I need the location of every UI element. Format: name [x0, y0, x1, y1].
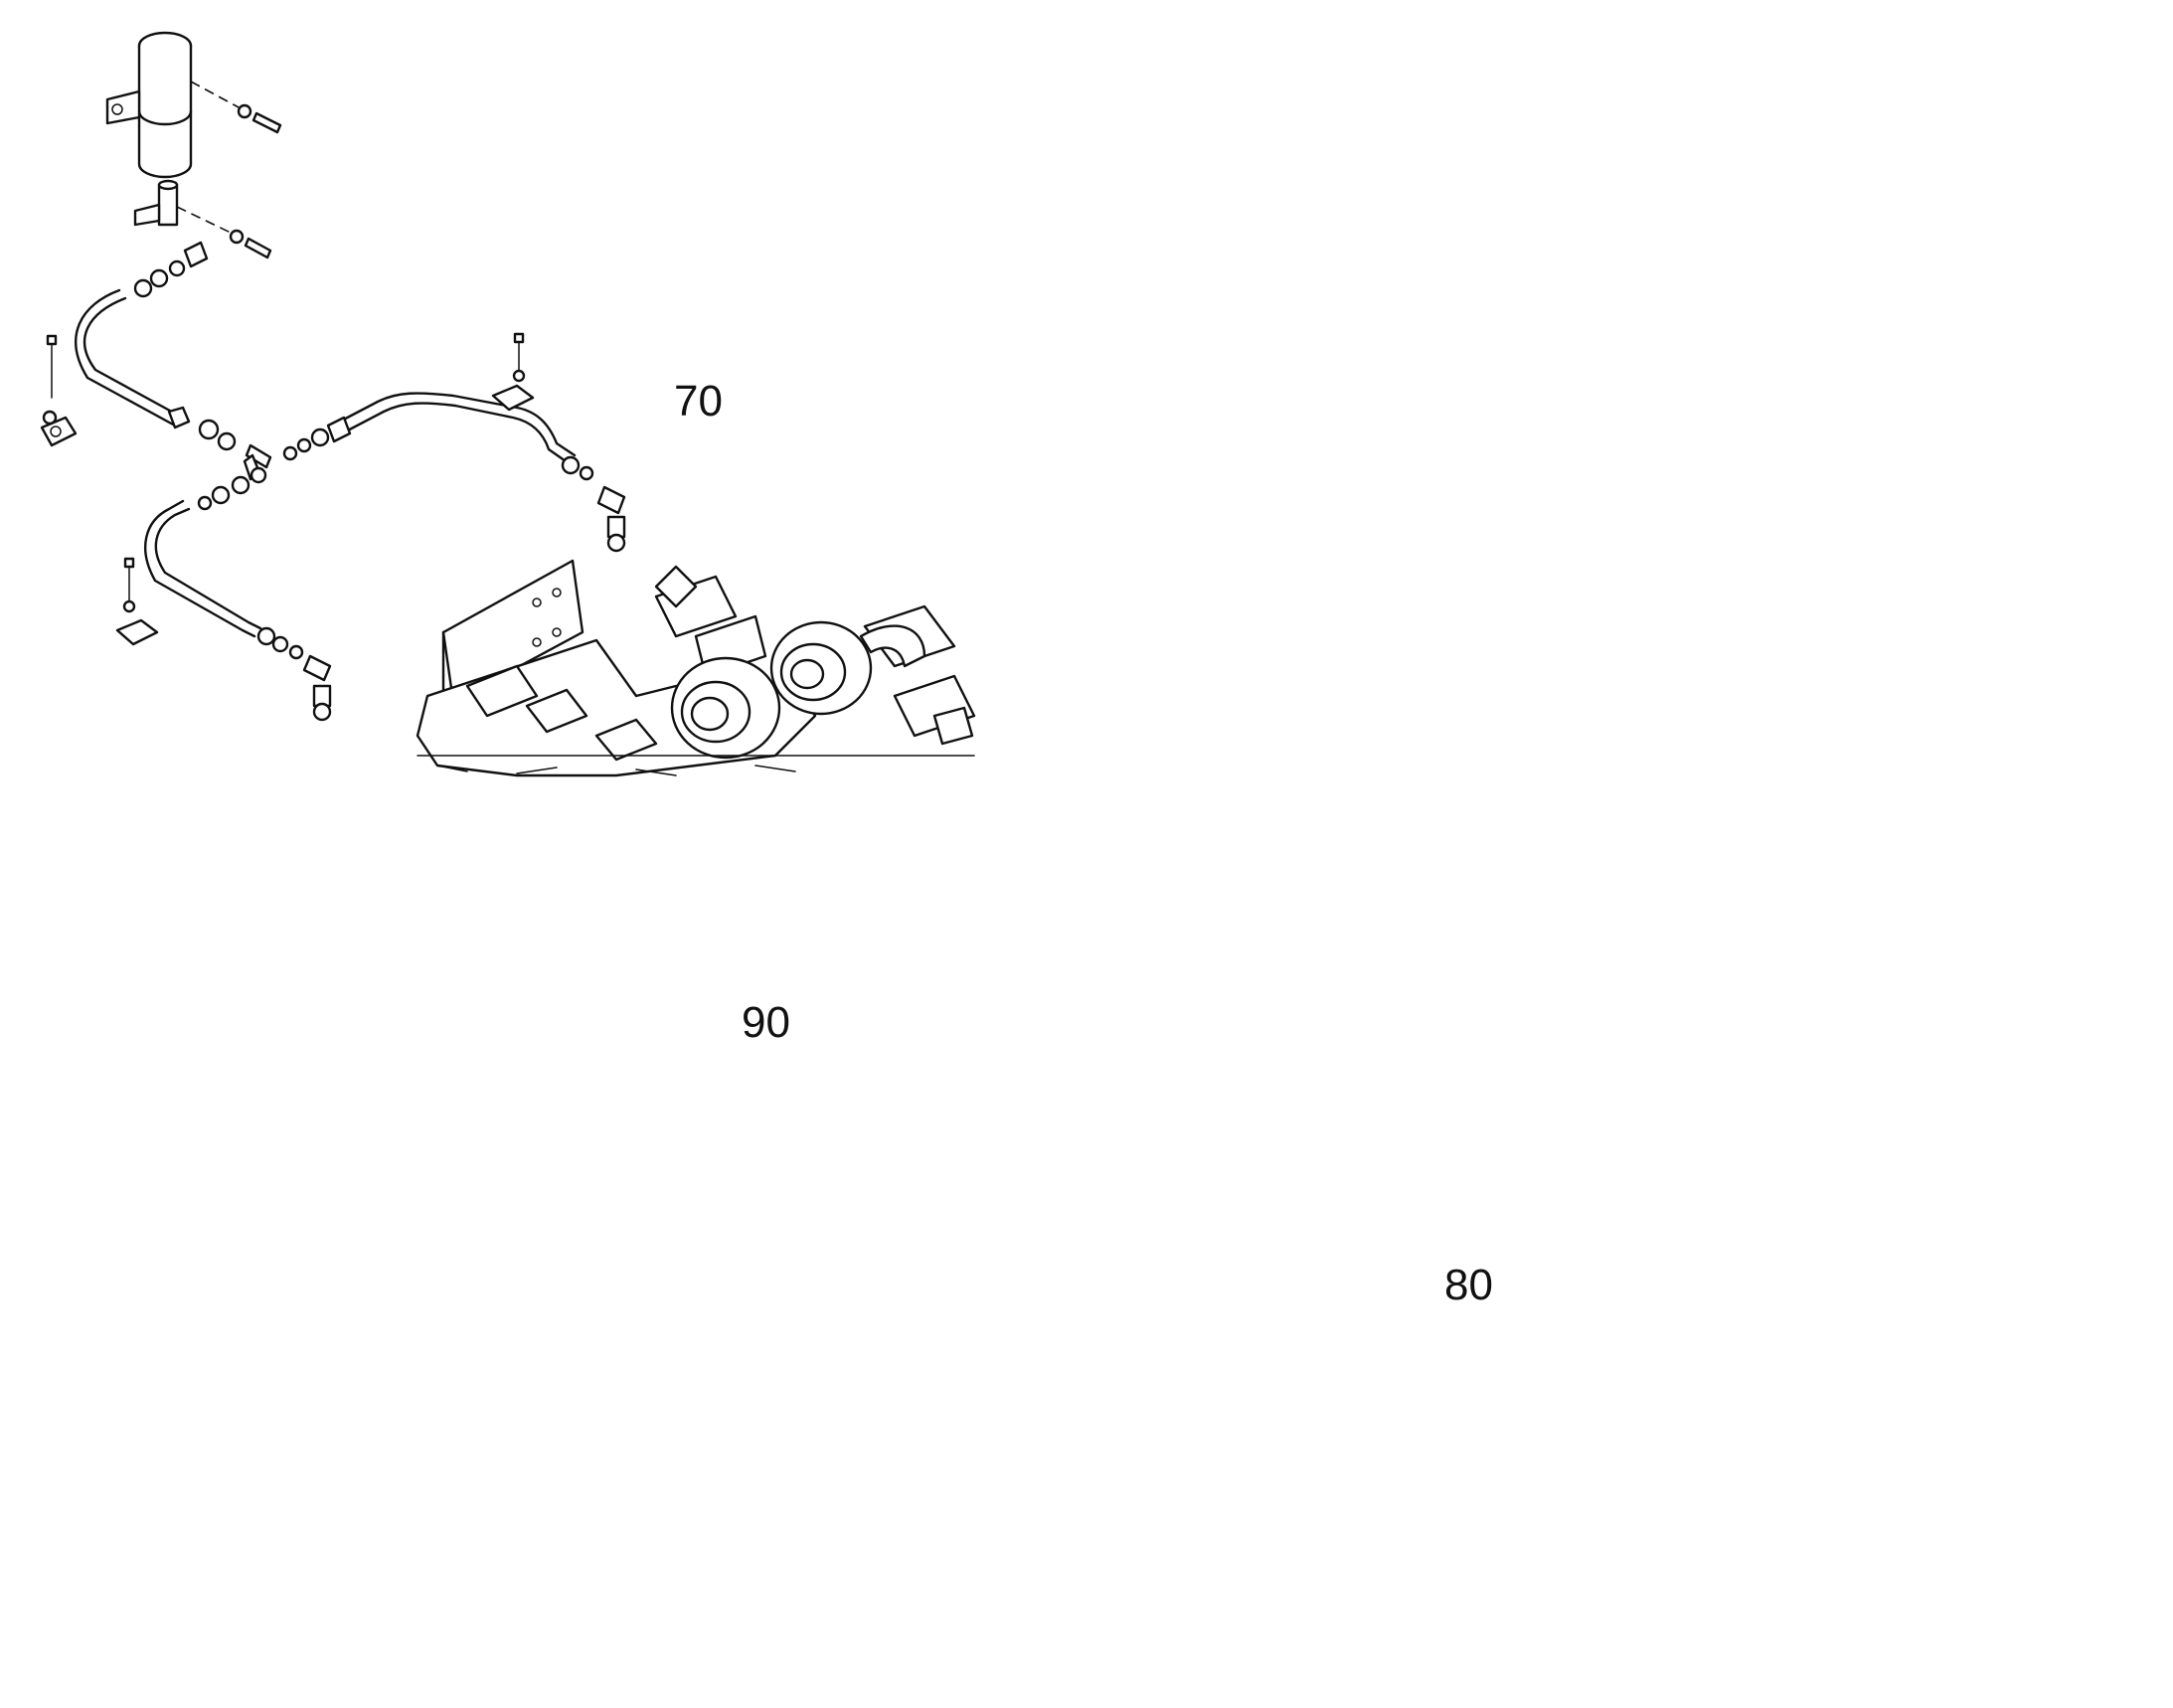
- fitting-chain-4: [256, 626, 332, 722]
- callout-70: 70: [674, 377, 723, 426]
- turbocharger-1: [670, 656, 781, 760]
- filter-fitting: [133, 179, 179, 227]
- callout-90: 90: [742, 998, 790, 1047]
- clamp-1: [40, 334, 78, 447]
- fitting-chain-2: [561, 455, 626, 553]
- turbocharger-2: [769, 620, 873, 716]
- elbow-fitting-1: [133, 241, 209, 298]
- clamp-3: [115, 557, 159, 646]
- filter-canister: [105, 31, 193, 179]
- bolt-washer-2: [229, 229, 272, 259]
- fitting-chain-3: [197, 466, 267, 511]
- assembly-70-hose-lines: [40, 31, 626, 722]
- callout-80: 80: [1444, 1261, 1493, 1309]
- clamp-2: [491, 332, 535, 412]
- engine-assembly: [416, 559, 976, 777]
- bolt-washer-1: [237, 103, 282, 134]
